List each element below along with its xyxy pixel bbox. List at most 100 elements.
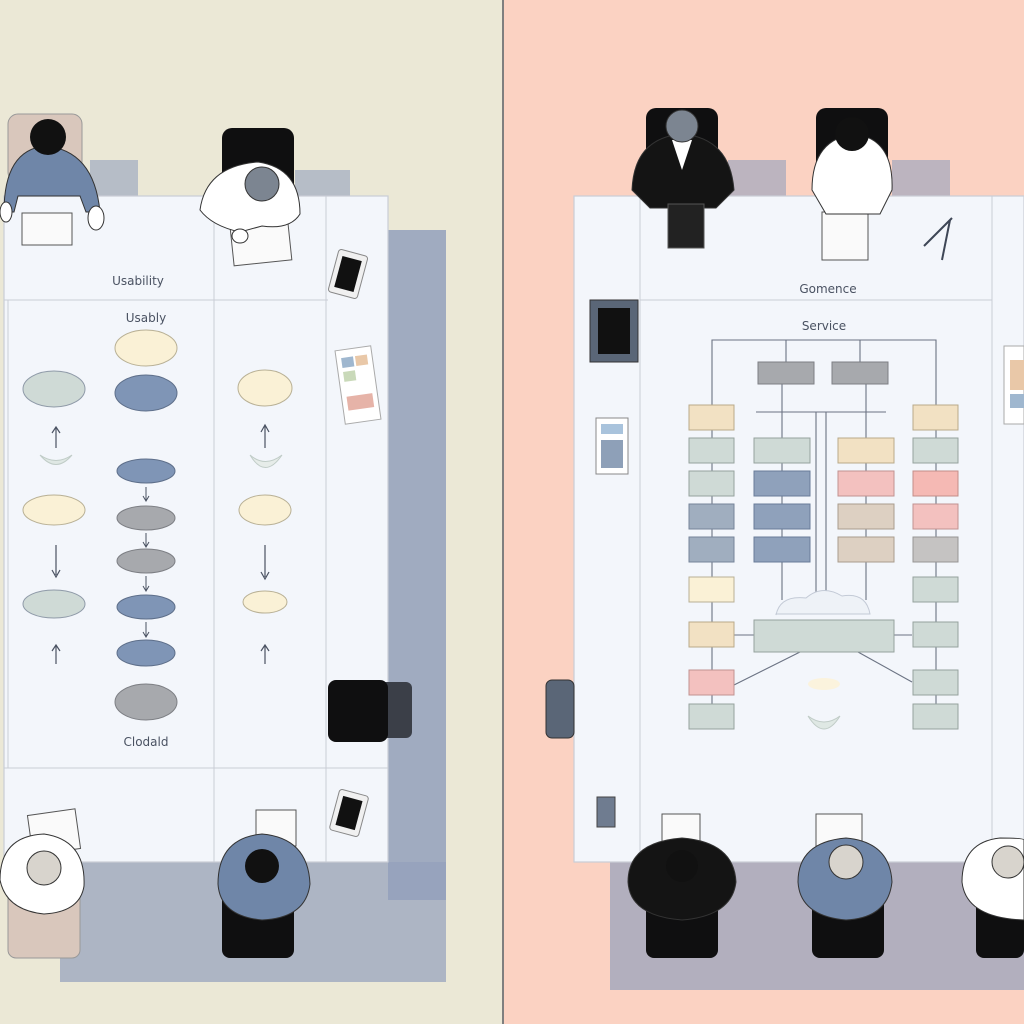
person-bottom-suit [627,813,737,958]
diagram-node [912,470,959,497]
tablet-icon [667,203,705,249]
left-column-label: Usably [126,311,166,325]
person-bottom-middle [217,809,311,958]
chevron-down-icon [807,715,841,730]
arrow-up-icon [51,425,61,448]
smartphone-icon [329,789,369,837]
left-table-shadow [388,230,446,900]
flow-node [114,374,178,412]
diagram-node [912,404,959,431]
diagram-node [912,703,959,730]
diagram-node [837,536,895,563]
diagram-node [688,470,735,497]
person-bottom-left [0,808,85,959]
person-bottom-right [961,837,1024,958]
chevron-down-icon [39,454,73,465]
head [666,850,698,882]
calculator-icon [595,417,629,475]
cloud-icon [808,678,840,690]
flow-node [114,683,178,721]
diagram-node [688,437,735,464]
person-top-suit [631,108,735,249]
head [244,166,280,202]
flow-node [22,370,86,408]
diagram-node [837,503,895,530]
flow-node [22,494,86,526]
arrow-down-icon [260,545,270,581]
diagram-node [688,404,735,431]
arrow-down-icon [51,545,61,579]
flow-node [242,590,288,614]
arrow-down-icon [142,622,150,638]
diagram-hub [753,619,895,653]
head [991,845,1024,879]
diagram-node [912,621,959,648]
diagram-node [837,437,895,464]
cloud-icon [775,590,871,616]
head [26,850,62,886]
arrow-down-icon [142,576,150,592]
arrow-up-icon [51,643,61,664]
flow-node [116,548,176,574]
head [245,849,279,883]
flow-node [238,494,292,526]
head [30,119,66,155]
flow-node [237,369,293,407]
chair [328,680,388,742]
arrow-up-icon [260,643,270,664]
flow-node [116,639,176,667]
left-footer-label: Clodald [124,735,169,749]
brochure-icon [1003,345,1024,425]
phone-icon [596,796,616,828]
diagram-node [912,669,959,696]
left-chair-shadow-2 [295,170,350,200]
flow-node [114,329,178,367]
diagram-node [912,576,959,603]
diagram-node [757,361,815,385]
chevron-down-icon [249,454,283,468]
head [835,117,869,151]
diagram-node [688,669,735,696]
person-top-left [0,113,105,231]
arrow-down-icon [142,533,150,548]
left-chair-shadow-1 [90,160,138,200]
paper [821,211,869,261]
diagram-node [753,503,811,530]
person-bottom-blue [797,813,893,958]
flow-node [116,594,176,620]
arrow-up-icon [260,423,270,448]
person-top-white [811,108,893,261]
left-meeting: Usability Usably Clodald [0,113,446,982]
diagram-node [688,536,735,563]
flow-node [116,458,176,484]
chair [545,679,575,739]
flow-node [116,505,176,531]
left-table [3,195,389,863]
right-header-label: Gomence [799,282,856,296]
brochure-icon [334,345,382,425]
arrow-down-icon [142,487,150,502]
diagram-node [688,576,735,603]
diagram-node [831,361,889,385]
smartphone-icon [327,249,369,299]
diagram-node [688,503,735,530]
left-header-label: Usability [112,274,164,288]
diagram-node [688,703,735,730]
head [665,109,699,143]
diagram-node [753,437,811,464]
right-chair-shadow-2 [892,160,950,200]
flow-node [22,589,86,619]
tablet-icon [589,299,639,363]
diagram-node [912,536,959,563]
right-meeting: Gomence Service [545,108,1024,990]
diagram-node [912,503,959,530]
right-chair-shadow-1 [728,160,786,200]
diagram-node [753,470,811,497]
diagram-node [837,470,895,497]
diagram-node [753,536,811,563]
head [828,844,864,880]
diagram-node [688,621,735,648]
diagram-node [912,437,959,464]
right-diagram-label: Service [802,319,846,333]
